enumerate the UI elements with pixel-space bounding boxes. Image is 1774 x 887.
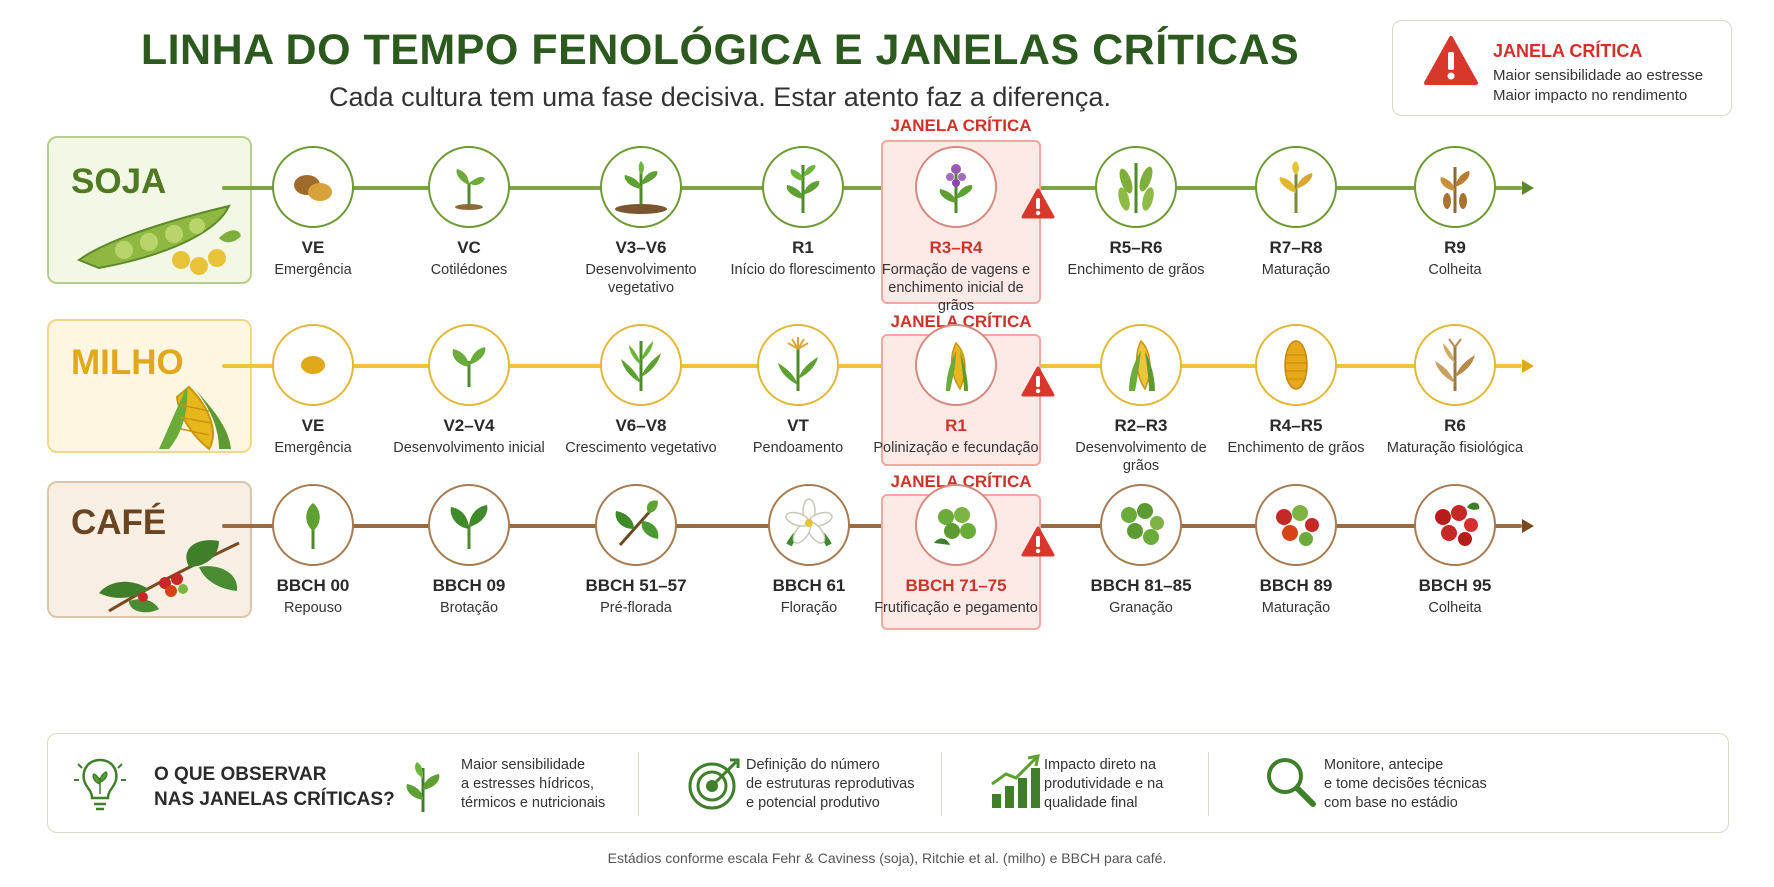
- stage-milho-5: R1 Polinização e fecundação: [871, 324, 1055, 457]
- stage-cafe-3: BBCH 51–57 Pré-florada: [551, 484, 721, 617]
- pods-icon: [1118, 163, 1154, 213]
- warning-icon: [1424, 36, 1478, 85]
- crop-card-soja: SOJA: [47, 136, 252, 284]
- stage-milho-8: R6 Maturação fisiológica: [1370, 324, 1540, 457]
- warning-icon: [1021, 188, 1055, 219]
- footer-note: Estádios conforme escala Fehr & Caviness…: [607, 850, 1167, 866]
- coffee-beans-icon: [1121, 503, 1164, 545]
- stage-soja-5: R3–R4 Formação de vagens e enchimento in…: [871, 146, 1055, 315]
- stage-cafe-7: BBCH 89 Maturação: [1211, 484, 1381, 617]
- corn-cob-icon: [159, 385, 231, 451]
- stage-milho-7: R4–R5 Enchimento de grãos: [1211, 324, 1381, 457]
- branch-leaves-icon: [615, 500, 659, 546]
- seed-icon: [294, 175, 332, 201]
- timeline-axis-cafe: [222, 524, 1522, 528]
- corn-plant-icon: [621, 341, 661, 391]
- page-subtitle: Cada cultura tem uma fase decisiva. Esta…: [329, 82, 1111, 112]
- warning-icon: [1021, 526, 1055, 557]
- dry-plant-icon: [1440, 167, 1470, 213]
- legend-line-1: Maior sensibilidade ao estresse: [1493, 67, 1704, 84]
- corn-seed-icon: [301, 356, 325, 374]
- stage-cafe-2: BBCH 09 Brotação: [384, 484, 554, 617]
- divider: [638, 752, 639, 816]
- green-cherries-icon: [934, 507, 976, 545]
- stage-soja-1: VE Emergência: [228, 146, 398, 279]
- tassel-plant-icon: [778, 337, 818, 391]
- maturing-plant-icon: [1279, 161, 1313, 213]
- stage-soja-7: R7–R8 Maturação: [1211, 146, 1381, 279]
- crop-card-cafe: CAFÉ: [47, 481, 252, 618]
- warning-icon: [1021, 366, 1055, 397]
- dry-corn-plant-icon: [1435, 338, 1475, 391]
- critical-window-label: JANELA CRÍTICA: [890, 472, 1032, 491]
- timeline-arrow: [1522, 359, 1534, 373]
- observation-panel: O QUE OBSERVAR NAS JANELAS CRÍTICAS? Mai…: [47, 733, 1729, 833]
- plant-icon: [786, 165, 820, 213]
- crop-name: MILHO: [71, 343, 184, 382]
- leaves-icon: [450, 505, 488, 549]
- crop-card-milho: MILHO: [47, 319, 252, 453]
- timeline-arrow: [1522, 181, 1534, 195]
- stage-soja-4: R1 Início do florescimento: [718, 146, 888, 279]
- young-plant-icon: [615, 161, 667, 214]
- sprout-icon: [455, 169, 485, 210]
- lightbulb-icon: [74, 758, 126, 811]
- growth-chart-icon: [991, 754, 1040, 808]
- crop-name: SOJA: [71, 162, 167, 201]
- panel-heading: O QUE OBSERVAR NAS JANELAS CRÍTICAS?: [154, 764, 395, 810]
- crop-name: CAFÉ: [71, 503, 167, 542]
- flowering-plant-icon: [939, 164, 973, 213]
- timeline-axis-soja: [222, 186, 1522, 190]
- stage-milho-2: V2–V4 Desenvolvimento inicial: [384, 324, 554, 457]
- legend-line-2: Maior impacto no rendimento: [1493, 87, 1688, 104]
- corn-ear-icon: [946, 341, 968, 391]
- timeline-arrow: [1522, 519, 1534, 533]
- critical-window-legend: JANELA CRÍTICA Maior sensibilidade ao es…: [1392, 20, 1732, 116]
- stage-milho-4: VT Pendoamento: [713, 324, 883, 457]
- page-title: LINHA DO TEMPO FENOLÓGICA E JANELAS CRÍT…: [140, 26, 1300, 74]
- bud-icon: [306, 503, 320, 549]
- stage-cafe-6: BBCH 81–85 Granação: [1056, 484, 1226, 617]
- soybean-pod-icon: [76, 204, 241, 275]
- coffee-branch-icon: [99, 540, 240, 613]
- timeline-axis-milho: [222, 364, 1522, 368]
- ripening-cherries-icon: [1276, 505, 1319, 546]
- sprout-icon: [452, 347, 486, 387]
- corn-cob-icon: [1284, 340, 1308, 390]
- stage-cafe-8: BBCH 95 Colheita: [1370, 484, 1540, 617]
- corn-ear-icon: [1129, 339, 1155, 391]
- stage-milho-3: V6–V8 Crescimento vegetativo: [556, 324, 726, 457]
- stage-soja-3: V3–V6 Desenvolvimento vegetativo: [556, 146, 726, 297]
- legend-title: JANELA CRÍTICA: [1493, 41, 1643, 61]
- stage-soja-8: R9 Colheita: [1370, 146, 1540, 279]
- stage-cafe-4: BBCH 61 Floração: [724, 484, 894, 617]
- white-flower-icon: [785, 498, 833, 547]
- stage-soja-2: VC Cotilédones: [384, 146, 554, 279]
- divider: [1208, 752, 1209, 816]
- stage-soja-6: R5–R6 Enchimento de grãos: [1051, 146, 1221, 279]
- critical-window-label: JANELA CRÍTICA: [890, 312, 1032, 331]
- stage-milho-1: VE Emergência: [228, 324, 398, 457]
- divider: [941, 752, 942, 816]
- magnifier-icon: [1267, 758, 1316, 807]
- stage-cafe-5: BBCH 71–75 Frutificação e pegamento: [871, 484, 1055, 617]
- stage-milho-6: R2–R3 Desenvolvimento de grãos: [1056, 324, 1226, 475]
- stage-cafe-1: BBCH 00 Repouso: [228, 484, 398, 617]
- target-icon: [688, 758, 740, 810]
- seedling-icon: [406, 762, 440, 812]
- red-cherries-icon: [1435, 502, 1480, 546]
- critical-window-label: JANELA CRÍTICA: [890, 116, 1032, 135]
